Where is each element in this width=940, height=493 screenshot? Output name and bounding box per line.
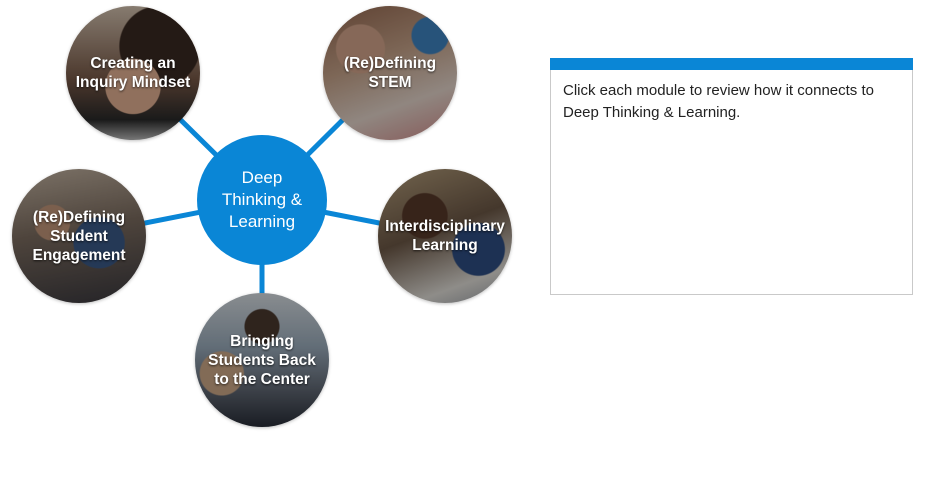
module-photo <box>195 293 329 427</box>
hub-label: Deep Thinking & Learning <box>221 168 303 231</box>
module-photo <box>66 6 200 140</box>
module-label: (Re)Defining Student Engagement <box>32 208 126 264</box>
info-panel-text: Click each module to review how it conne… <box>563 82 874 121</box>
module-photo <box>378 169 512 303</box>
center-hub-deep-thinking[interactable]: Deep Thinking & Learning <box>197 135 327 265</box>
module-bringing-students-back[interactable]: Bringing Students Back to the Center <box>195 293 329 427</box>
module-photo <box>12 169 146 303</box>
module-interdisciplinary-learning[interactable]: Interdisciplinary Learning <box>378 169 512 303</box>
info-panel-accent-bar <box>550 58 913 70</box>
module-photo <box>323 6 457 140</box>
module-label: Creating an Inquiry Mindset <box>75 55 191 91</box>
module-redefining-student-engagement[interactable]: (Re)Defining Student Engagement <box>12 169 146 303</box>
module-redefining-stem[interactable]: (Re)Defining STEM <box>323 6 457 140</box>
module-label: Interdisciplinary Learning <box>385 218 505 254</box>
module-label: (Re)Defining STEM <box>343 55 437 91</box>
info-panel: Click each module to review how it conne… <box>550 58 913 295</box>
module-label: Bringing Students Back to the Center <box>208 332 316 388</box>
module-creating-inquiry-mindset[interactable]: Creating an Inquiry Mindset <box>66 6 200 140</box>
